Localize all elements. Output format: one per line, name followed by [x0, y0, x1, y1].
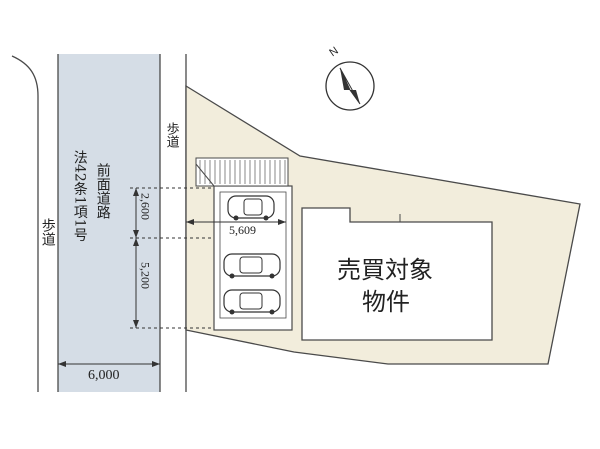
left-sidewalk-label: 歩道	[39, 218, 56, 246]
upper-depth-arrow-top	[133, 188, 139, 196]
car-1	[227, 195, 275, 221]
road-name-label: 前面道路	[94, 163, 111, 219]
road-width-value: 6,000	[88, 368, 120, 383]
road-law-label: 法42条1項1号	[71, 150, 88, 242]
compass-icon	[325, 61, 375, 111]
entry-hatching	[199, 160, 286, 184]
entry-diagonal	[195, 163, 215, 187]
entry-strip	[195, 157, 289, 187]
property-building	[301, 207, 493, 341]
frontage-arrow-right	[278, 219, 286, 225]
road-width-arrow-right	[152, 361, 160, 367]
upper-depth-value: 2,600	[138, 193, 153, 220]
lower-depth-arrow-bottom	[133, 320, 139, 328]
lower-depth-value: 5,200	[138, 262, 153, 289]
frontage-arrow-left	[186, 219, 194, 225]
lower-depth-arrow-top	[133, 238, 139, 246]
car-2	[223, 253, 281, 279]
road-width-arrow-left	[58, 361, 66, 367]
road-surface	[58, 54, 160, 392]
frontage-value: 5,609	[229, 223, 256, 237]
property-label: 売買対象	[337, 256, 433, 284]
extension-lines	[130, 187, 214, 329]
parking-area-inner	[219, 191, 287, 319]
left-sidewalk-edge	[11, 55, 39, 392]
property-label-line2: 物件	[362, 288, 410, 316]
upper-depth-arrow-bottom	[133, 230, 139, 238]
car-3	[223, 289, 281, 315]
right-sidewalk-label: 歩道	[163, 122, 179, 148]
